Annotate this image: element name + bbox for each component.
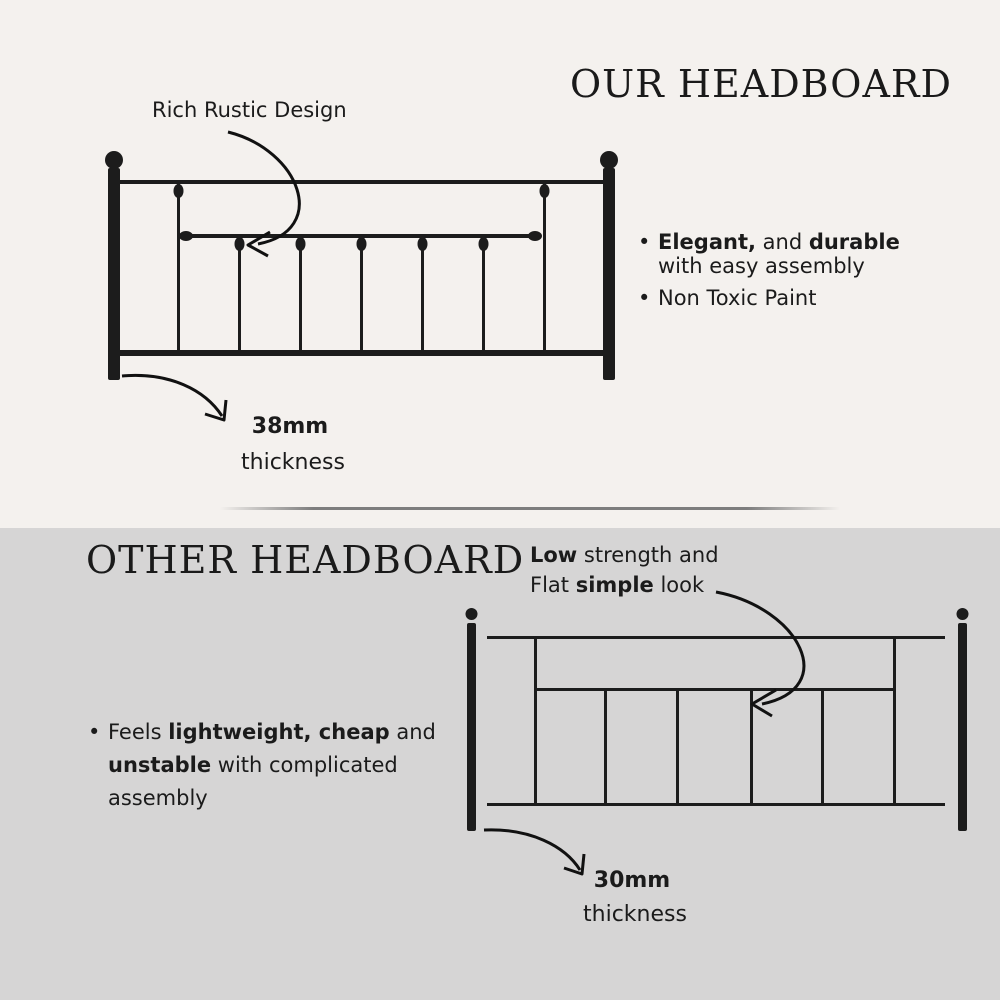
- other-feature-bold-lightweight: lightweight, cheap: [168, 720, 390, 744]
- other-thickness-value: 30mm: [593, 868, 671, 893]
- other-feature-complicated: with complicated: [211, 753, 398, 777]
- feature-bold-durable: durable: [808, 230, 900, 254]
- our-thickness-label: thickness: [241, 450, 345, 475]
- feature-bold-elegant: Elegant,: [658, 230, 756, 254]
- other-feature-item: Feels lightweight, cheap and unstable wi…: [88, 716, 1000, 815]
- our-headboard-illustration: [105, 130, 618, 422]
- feature-easy-assembly: with easy assembly: [658, 254, 865, 278]
- section-divider: [220, 507, 840, 510]
- feature-text-and: and: [755, 230, 809, 254]
- other-feature-bold-unstable: unstable: [108, 753, 212, 777]
- our-feature-list: Elegant, and durable with easy assembly …: [638, 230, 900, 310]
- other-thickness-label: thickness: [583, 902, 687, 927]
- callout-strength-and: strength and: [577, 543, 719, 567]
- our-headboard-title: OUR HEADBOARD: [570, 62, 952, 106]
- other-feature-and: and: [389, 720, 436, 744]
- other-feature-feels: Feels: [108, 720, 169, 744]
- callout-flat: Flat: [530, 573, 576, 597]
- design-callout-label: Rich Rustic Design: [152, 98, 347, 122]
- other-feature-assembly: assembly: [108, 786, 208, 810]
- callout-look: look: [653, 573, 705, 597]
- our-thickness-value: 38mm: [251, 414, 329, 439]
- feature-elegant-durable: Elegant, and durable with easy assembly: [638, 230, 900, 278]
- callout-bold-simple: simple: [575, 573, 654, 597]
- low-strength-callout: Low strength and Flat simple look: [530, 540, 719, 600]
- feature-non-toxic-text: Non Toxic Paint: [658, 286, 817, 310]
- feature-non-toxic: Non Toxic Paint: [638, 286, 900, 310]
- callout-bold-low: Low: [530, 543, 578, 567]
- other-headboard-title: OTHER HEADBOARD: [86, 538, 525, 582]
